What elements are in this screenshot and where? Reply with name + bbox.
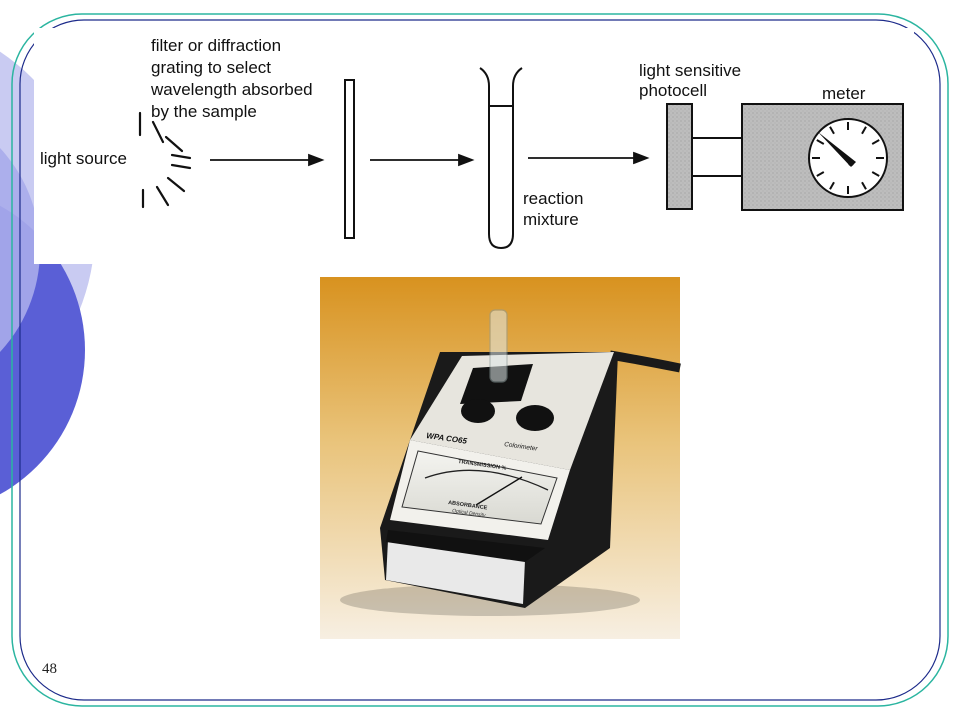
test-tube-icon [479,67,523,250]
filter-slab [344,79,355,239]
device-product-name: Colorimeter [504,441,539,453]
photocell-block [666,103,693,210]
dial-tick [829,181,835,190]
reaction-label-line-1: reaction [523,189,584,208]
reaction-label-line-2: mixture [523,210,579,229]
slide-frame [11,13,949,707]
light-source-label: light source [40,149,127,168]
dial-tick [861,126,867,135]
photocell-label-line-1: light sensitive [639,61,742,80]
filter-label-line-3: wavelength absorbed [151,80,313,99]
device-scale-bottom-sub: Optical Density [452,508,487,519]
filter-label-line-1: filter or diffraction [151,36,282,55]
photocell-label-line-2: photocell [639,81,708,100]
meter-label: meter [822,84,866,103]
dial-tick [871,139,880,145]
dial-tick [871,171,880,177]
meter-needle-icon [818,132,856,167]
slide-number: 48 [42,661,57,677]
light-rays-icon [138,111,192,209]
colorimeter-photo-icon: WPA CO65 Colorimeter TRANSMISSION % ABSO… [320,277,681,639]
light-path-arrows [210,151,650,167]
dial-tick [829,126,835,135]
filter-label-line-2: grating to select [151,58,272,77]
filter-label-line-4: by the sample [151,102,257,121]
photocell-meter-diagram [666,103,904,211]
device-scale-bottom: ABSORBANCE [448,500,488,511]
dial-tick [816,171,825,177]
dial-tick [816,139,825,145]
dial-tick [861,181,867,190]
